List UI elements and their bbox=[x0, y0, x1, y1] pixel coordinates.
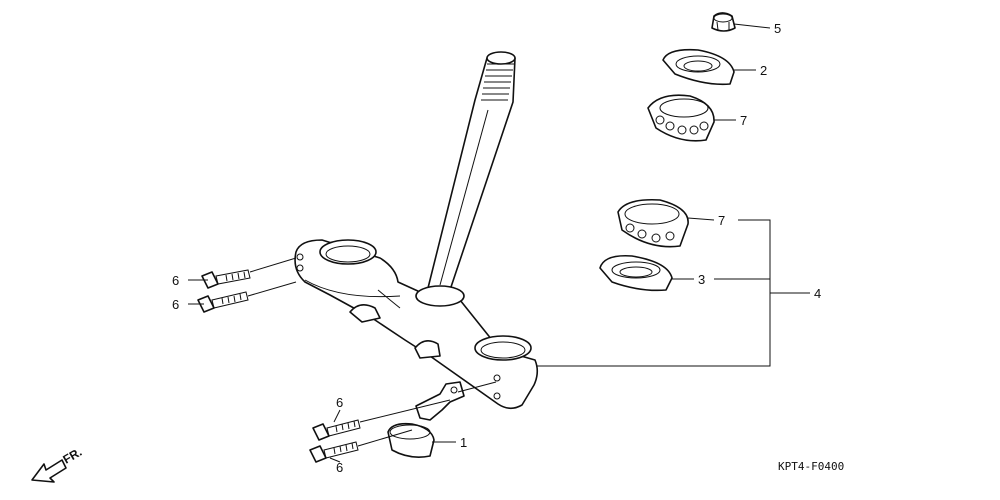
bolt-upper-bottom bbox=[312, 419, 361, 441]
callout-3: 3 bbox=[698, 272, 705, 287]
front-direction-indicator: FR. bbox=[31, 445, 84, 483]
callout-7-upper: 7 bbox=[740, 113, 747, 128]
callout-7-lower: 7 bbox=[718, 213, 725, 228]
callout-2: 2 bbox=[760, 63, 767, 78]
stem-nut-part-5 bbox=[711, 12, 736, 32]
dust-seal-part-3 bbox=[599, 254, 673, 292]
triple-clamp bbox=[294, 239, 539, 410]
callout-6-top-bottom: 6 bbox=[336, 395, 343, 410]
callout-4: 4 bbox=[814, 286, 821, 301]
bolt-lower-bottom bbox=[309, 441, 359, 463]
callout-6-bottom: 6 bbox=[336, 460, 343, 475]
callout-6-upper-left: 6 bbox=[172, 273, 179, 288]
steering-stem-shaft bbox=[427, 51, 516, 291]
dust-seal-part-2 bbox=[662, 48, 735, 86]
lower-bearing-part-7 bbox=[617, 198, 689, 248]
callout-leaders bbox=[188, 23, 810, 463]
front-arrow-icon bbox=[31, 459, 67, 483]
assembly-guide-lines bbox=[247, 257, 497, 447]
figure-code: KPT4-F0400 bbox=[778, 460, 844, 473]
bolt-upper-left bbox=[201, 269, 251, 289]
callout-6-lower-left: 6 bbox=[172, 297, 179, 312]
bolt-lower-left bbox=[197, 291, 249, 313]
callout-5: 5 bbox=[774, 21, 781, 36]
clamp-bracket-part-1 bbox=[387, 381, 465, 458]
callout-1: 1 bbox=[460, 435, 467, 450]
upper-bearing-part-7 bbox=[647, 94, 715, 142]
